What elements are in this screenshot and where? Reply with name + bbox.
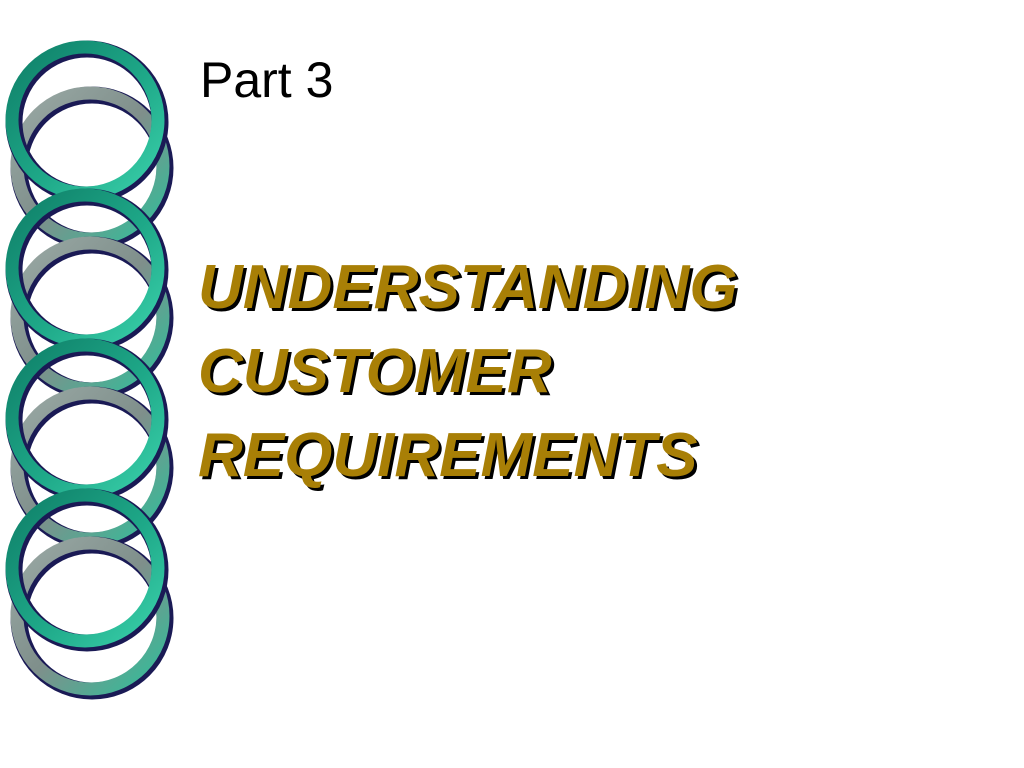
title-line-3: REQUIREMENTS — [198, 421, 698, 490]
title-line-2: CUSTOMER — [198, 337, 552, 406]
part-label: Part 3 — [200, 52, 334, 108]
front-ring — [5, 488, 169, 652]
interlocking-rings-icon — [5, 40, 174, 700]
back-ring — [10, 536, 174, 700]
slide-title: UNDERSTANDING CUSTOMER REQUIREMENTS — [198, 246, 738, 498]
title-line-1: UNDERSTANDING — [198, 253, 738, 322]
